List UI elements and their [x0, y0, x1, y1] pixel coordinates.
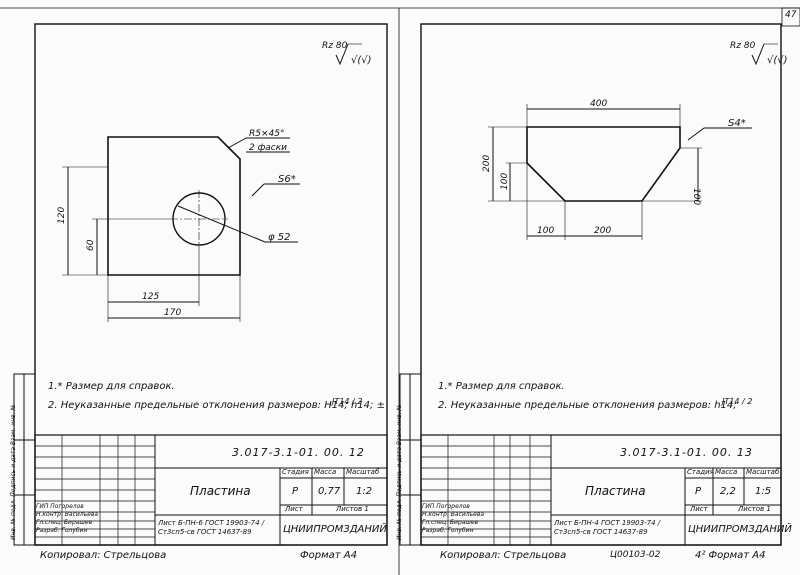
left-sheets-label: Листов 1 [336, 505, 369, 513]
right-dim-height-left: 100 [500, 173, 510, 190]
right-side-strip: Инв. № подл. Подпись и дата Взам. инв. № [396, 404, 403, 540]
right-part-name: Пластина [585, 484, 646, 498]
right-col-mass: Масса [715, 468, 738, 476]
right-dim-top: 400 [590, 99, 607, 109]
right-stage: Р [695, 486, 702, 497]
left-col-scale: Масштаб [346, 468, 380, 476]
left-dim-thickness: S6* [278, 174, 296, 185]
right-footer-inventory: Ц00103-02 [610, 550, 661, 560]
left-mass: 0,77 [318, 486, 341, 497]
left-part-name: Пластина [190, 484, 251, 498]
right-staff-list: ГИП Погорелов Н.контр. Васильева Гл.спец… [422, 503, 485, 534]
right-footer-format: 4² Формат А4 [695, 550, 766, 561]
right-note-2: 2. Неуказанные предельные отклонения раз… [438, 400, 737, 411]
left-note-2: 2. Неуказанные предельные отклонения раз… [48, 400, 385, 411]
right-material: Лист Б-ПН-4 ГОСТ 19903-74 / Ст3сп5-св ГО… [554, 519, 661, 536]
right-mass: 2,2 [720, 486, 736, 497]
left-roughness-symbol: √(√) [351, 55, 372, 66]
left-dim-height-hole: 60 [86, 239, 96, 251]
left-side-strip: Инв. № подл. Подпись и дата Взам. инв. № [10, 404, 17, 540]
left-frame [34, 23, 388, 546]
right-dim-height-total: 200 [482, 155, 492, 172]
left-note-1: 1.* Размер для справок. [48, 381, 175, 392]
left-dim-diameter: φ 52 [268, 232, 291, 243]
left-dim-width-total: 170 [164, 308, 181, 318]
left-footer-copy: Копировал: Стрельцова [40, 550, 167, 561]
left-organization: ЦНИИПРОМЗДАНИЙ [283, 524, 387, 535]
right-roughness: Rz 80 [730, 41, 756, 51]
left-plate-outline [107, 136, 241, 276]
right-sheets-label: Листов 1 [738, 505, 771, 513]
right-note-2-fraction: ЈТ14 / 2 [722, 397, 753, 406]
right-footer-copy: Копировал: Стрельцова [440, 550, 567, 561]
left-material: Лист Б-ПН-6 ГОСТ 19903-74 / Ст3сп5-св ГО… [158, 519, 265, 536]
right-col-stage: Стадия [687, 468, 714, 476]
left-dim-height-total: 120 [57, 207, 67, 224]
right-note-1: 1.* Размер для справок. [438, 381, 565, 392]
right-dim-thickness: S4* [728, 118, 746, 129]
right-sheet-label: Лист [690, 505, 708, 513]
left-dim-width-hole: 125 [142, 292, 159, 302]
left-note-2-fraction: ЈТ14 / 2 [332, 397, 363, 406]
left-scale: 1:2 [356, 486, 373, 497]
right-dim-height-right: 100 [691, 188, 701, 205]
right-drawing-code: 3.017-3.1-01. 00. 13 [620, 446, 753, 459]
right-dim-bottom-left: 100 [537, 226, 554, 236]
right-dim-bottom: 200 [594, 226, 611, 236]
right-scale: 1:5 [755, 486, 772, 497]
right-roughness-symbol: √(√) [767, 55, 788, 66]
right-organization: ЦНИИПРОМЗДАНИЙ [688, 524, 792, 535]
right-col-scale: Масштаб [746, 468, 780, 476]
left-dim-chamfer: R5×45° [249, 129, 284, 139]
left-roughness: Rz 80 [322, 41, 348, 51]
left-col-stage: Стадия [282, 468, 309, 476]
right-plate-outline [526, 126, 681, 202]
page-number: 47 [785, 10, 797, 20]
left-dim-chamfer-note: 2 фаски [249, 143, 287, 153]
left-footer-format: Формат А4 [300, 550, 357, 561]
left-stage: Р [292, 486, 299, 497]
left-staff-list: ГИП Погорелов Н.контр. Васильева Гл.спец… [36, 503, 99, 534]
left-drawing-code: 3.017-3.1-01. 00. 12 [232, 446, 365, 459]
left-sheet-label: Лист [285, 505, 303, 513]
left-col-mass: Масса [314, 468, 337, 476]
